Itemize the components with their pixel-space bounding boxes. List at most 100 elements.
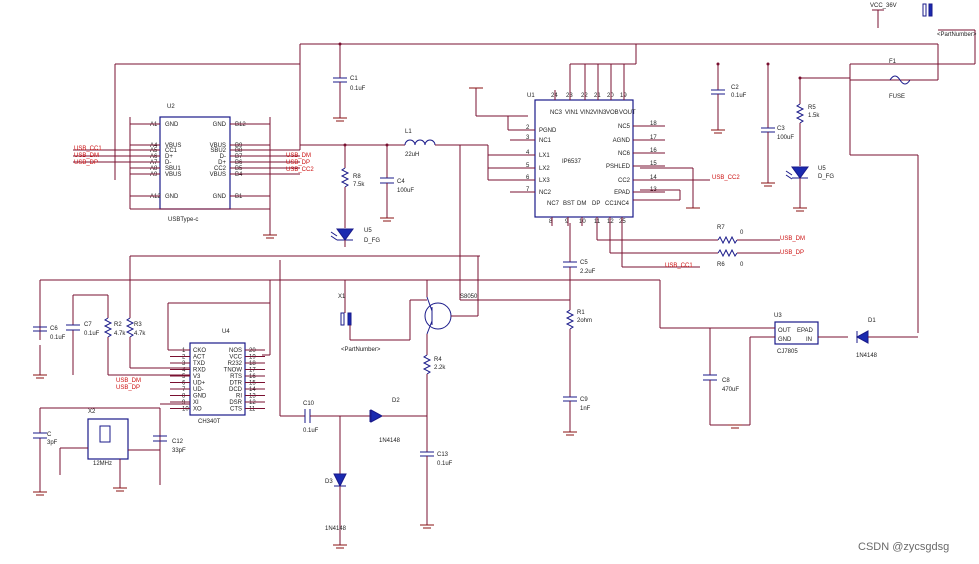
u1-pin-top-name: VIN2 <box>580 110 594 116</box>
capacitor-c2: C2 0.1uF <box>711 62 747 134</box>
u2-pin-right-num: B9 <box>235 143 243 149</box>
capacitor-c3: C3 100uF <box>761 62 794 187</box>
u4-pin-right-num: 13 <box>249 394 256 400</box>
u4-pin-right-num: 20 <box>249 348 256 354</box>
c9-value: 1nF <box>580 406 591 412</box>
u4-pin-left-name: TXD <box>193 361 206 367</box>
u4-pin-left-num: 8 <box>182 394 186 400</box>
u1-pin-right-name: CC2 <box>618 178 631 184</box>
diode-d1: D1 1N4148 <box>855 318 918 359</box>
u4-ref: U4 <box>222 329 230 335</box>
u4-pin-left-num: 9 <box>182 400 186 406</box>
d2-value: 1N4148 <box>379 438 401 444</box>
u4-pin-right-num: 18 <box>249 361 256 367</box>
part-number-mid-label: <PartNumber> <box>341 347 381 353</box>
c2-value: 0.1uF <box>731 93 747 99</box>
x2-ref: X2 <box>88 409 96 415</box>
resistor-r7: R7 0 USB_DM <box>596 223 805 245</box>
u2-pin-left-num: A5 <box>150 148 158 154</box>
resistor-r6: R6 0 USB_DP <box>609 223 804 268</box>
net-usb-dp-right: USB_DP <box>286 160 310 166</box>
u5-value: D_FG <box>818 174 834 180</box>
connector-top: <PartNumber> <box>922 3 977 38</box>
u1-pin-right-name: NC5 <box>618 124 631 130</box>
u1-pin-bottom-num: 25 <box>619 219 626 225</box>
u3-cj7805: U3 CJ7805 OUT GND EPAD IN C8 470uF <box>703 313 848 429</box>
net-usb-cc1-u1: USB_CC1 <box>665 263 693 269</box>
u4-pin-right-num: 14 <box>249 387 256 393</box>
d3-value: 1N4148 <box>325 526 347 532</box>
u2-pin-right-num: B6 <box>235 160 243 166</box>
u3-pin-in: IN <box>806 337 812 343</box>
u2-right-nets: USB_DM USB_DP USB_CC2 <box>286 153 314 173</box>
c2-ref: C2 <box>731 85 739 91</box>
u2-pin-right-name: GND <box>213 122 227 128</box>
c1-ref: C1 <box>350 76 358 82</box>
u2-pin-left-name: SBU1 <box>165 166 181 172</box>
u2-pin-right-name: D- <box>220 154 226 160</box>
connector-x1: X1 <PartNumber> <box>338 280 427 353</box>
u2-pin-left-name: D- <box>165 160 171 166</box>
u2-pin-right-num: B12 <box>235 122 246 128</box>
net-usb-dm-r7: USB_DM <box>780 236 805 242</box>
u1-pin-bottom-name: DP <box>592 201 600 207</box>
u2-pin-right-name: VBUS <box>210 143 226 149</box>
u4-pin-group: CKO1ACT2TXD3RXD4V35UD+6UD-7GND8XI9XO10NO… <box>170 348 265 413</box>
c-left-value: 3pF <box>47 440 58 446</box>
f1-ref: F1 <box>889 59 897 65</box>
capacitor-c5: C5 2.2uF <box>563 223 596 310</box>
u3-part: CJ7805 <box>777 349 798 355</box>
u4-pin-right-name: VCC <box>229 355 242 361</box>
u2-pin-right-name: VBUS <box>210 172 226 178</box>
u4-pin-right-name: DSR <box>229 400 242 406</box>
fuse-f1: F1 FUSE <box>850 59 938 100</box>
led-u6: U5 D_FG <box>330 228 380 247</box>
net-usb-dp-u4: USB_DP <box>116 385 140 391</box>
c1-value: 0.1uF <box>350 86 366 92</box>
net-cc1-u1: USB_CC1 <box>621 223 700 269</box>
u1-pin-left-name: NC1 <box>539 138 552 144</box>
u1-pin-top-name: VOB <box>606 110 619 116</box>
watermark: CSDN @zycsgdsg <box>858 541 949 553</box>
c3-ref: C3 <box>777 126 785 132</box>
u4-pin-left-name: V3 <box>193 374 201 380</box>
u1-pin-left-name: LX3 <box>539 178 550 184</box>
u2-pin-left-num: A1 <box>150 122 158 128</box>
c7-value: 0.1uF <box>84 331 100 337</box>
u4-pin-right-num: 15 <box>249 381 256 387</box>
f1-value: FUSE <box>889 94 905 100</box>
net-usb-dp-r6: USB_DP <box>780 250 804 256</box>
x1-ref: X1 <box>338 294 346 300</box>
u2-pin-right-name: D+ <box>218 160 226 166</box>
u1-pin-bottom-name: NC7 <box>547 201 560 207</box>
u2-pin-left-num: A8 <box>150 166 158 172</box>
d3-ref: D3 <box>325 479 333 485</box>
c6-ref: C6 <box>50 326 58 332</box>
c12-value: 33pF <box>172 448 186 454</box>
u4-pin-right-name: R232 <box>228 361 243 367</box>
u2-pin-right-name: GND <box>213 194 227 200</box>
u1-pin-bottom-name: CC1 <box>605 201 618 207</box>
r4-value: 2.2k <box>434 365 446 371</box>
u2-pin-right-num: B5 <box>235 166 243 172</box>
u4-pin-right-num: 19 <box>249 355 256 361</box>
c-left-ref: C <box>47 432 52 438</box>
r6-value: 0 <box>740 262 744 268</box>
r1-ref: R1 <box>577 310 585 316</box>
u1-pin-right-num: 17 <box>650 135 657 141</box>
u4-pin-right-name: DCD <box>229 387 243 393</box>
c5-ref: C5 <box>580 260 588 266</box>
u4-pin-left-num: 3 <box>182 361 186 367</box>
resistor-r2: R2 4.7k <box>103 317 190 376</box>
u4-pin-left-name: UD- <box>193 387 204 393</box>
net-usb-dm-right: USB_DM <box>286 153 311 159</box>
q1-part: S8050 <box>460 294 478 300</box>
u1-pin-left-name: LX2 <box>539 166 550 172</box>
net-usb-dm-u4: USB_DM <box>116 378 141 384</box>
u3-pin-out: OUT <box>778 328 791 334</box>
u2-ref: U2 <box>167 104 175 110</box>
u2-left-nets: USB_CC1 USB_DM USB_DP <box>74 146 102 166</box>
d2-ref: D2 <box>392 398 400 404</box>
u4-pin-left-num: 4 <box>182 368 186 374</box>
